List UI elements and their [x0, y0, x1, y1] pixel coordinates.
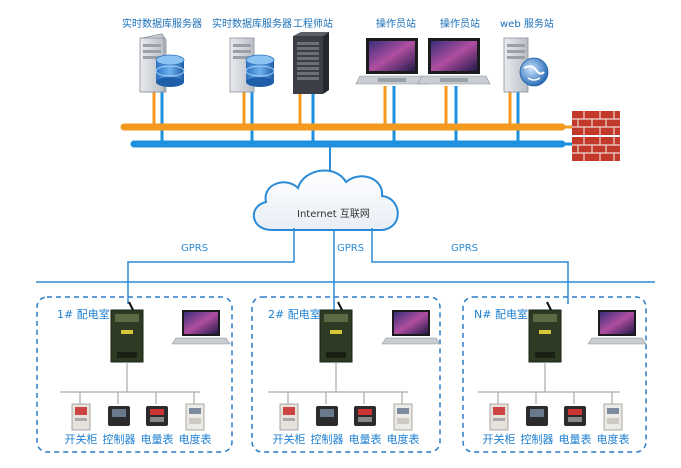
device-label: 控制器 [102, 433, 136, 446]
laptop-icon [417, 38, 491, 85]
room-title: N# 配电室 [474, 308, 528, 321]
device-label: 电量表 [558, 433, 592, 446]
device-label: 开关柜 [482, 433, 516, 446]
database-server-icon [229, 37, 275, 93]
laptop-icon [381, 310, 441, 345]
power-meter-icon [564, 406, 586, 426]
switchgear-icon [489, 403, 509, 431]
device-label: 电量表 [140, 433, 174, 446]
laptop-icon [587, 310, 647, 345]
controller-icon [526, 406, 548, 426]
device-label: 开关柜 [64, 433, 98, 446]
gprs-label: GPRS [181, 243, 209, 254]
top-node-label: 实时数据库服务器 [212, 19, 292, 30]
device-label: 开关柜 [272, 433, 306, 446]
database-server-icon [139, 33, 185, 93]
room-title: 2# 配电室 [268, 308, 321, 321]
energy-meter-icon [603, 403, 623, 431]
gprs-label: GPRS [337, 243, 365, 254]
top-node-label: 操作员站 [376, 19, 416, 30]
device-label: 控制器 [520, 433, 554, 446]
top-node-label: 实时数据库服务器 [122, 19, 202, 30]
power-meter-icon [146, 406, 168, 426]
laptop-icon [355, 38, 429, 85]
device-label: 控制器 [310, 433, 344, 446]
device-label: 电量表 [348, 433, 382, 446]
internet-cloud-icon [252, 169, 399, 231]
device-label: 电度表 [596, 433, 630, 446]
gprs-gateway-icon [110, 301, 144, 363]
firewall-icon [572, 111, 620, 135]
lan-bus [120, 86, 572, 148]
room-title: 1# 配电室 [57, 308, 110, 321]
top-node-label: web 服务站 [500, 19, 554, 30]
controller-icon [108, 406, 130, 426]
gprs-label: GPRS [451, 243, 479, 254]
gprs-gateway-icon [319, 301, 353, 363]
controller-icon [316, 406, 338, 426]
room-box [251, 296, 441, 453]
top-node-label: 工程师站 [293, 19, 333, 30]
energy-meter-icon [185, 403, 205, 431]
switchgear-icon [279, 403, 299, 431]
tower-server-icon [293, 32, 329, 94]
laptop-icon [171, 310, 231, 345]
firewall-icon [572, 137, 620, 161]
switchgear-icon [71, 403, 91, 431]
gprs-gateway-icon [528, 301, 562, 363]
device-label: 电度表 [386, 433, 420, 446]
top-node-label: 操作员站 [440, 19, 480, 30]
energy-meter-icon [393, 403, 413, 431]
power-meter-icon [354, 406, 376, 426]
room-box [462, 296, 647, 453]
device-label: 电度表 [178, 433, 212, 446]
web-server-icon [503, 37, 549, 93]
wan-lines [36, 228, 655, 330]
cloud-label: Internet 互联网 [297, 209, 370, 220]
